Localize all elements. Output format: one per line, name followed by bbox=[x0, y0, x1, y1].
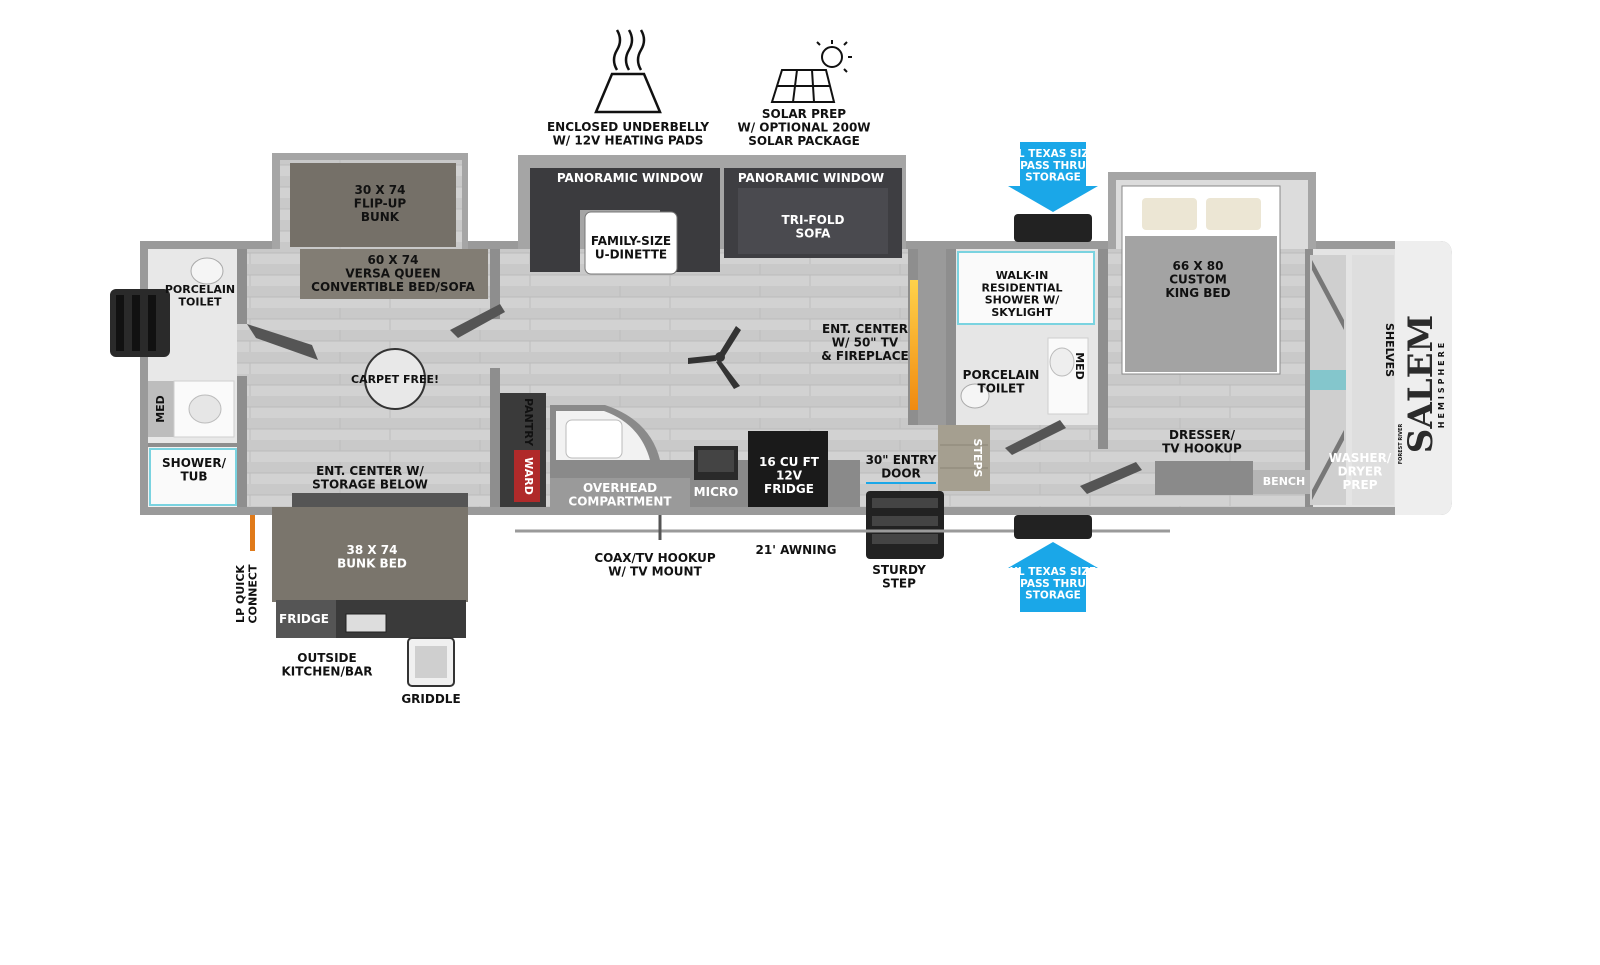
sink-rear-icon bbox=[1049, 347, 1075, 377]
lp-connect-label: LP QUICKCONNECT bbox=[234, 564, 259, 623]
bench-label: BENCH bbox=[1263, 475, 1305, 488]
dresser-label: DRESSER/TV HOOKUP bbox=[1162, 428, 1242, 455]
dresser bbox=[1155, 461, 1253, 495]
storage-arrow-down bbox=[1008, 142, 1098, 212]
toilet-front-icon bbox=[190, 257, 224, 285]
fridge-outside-label: FRIDGE bbox=[279, 612, 329, 626]
logo-small: FOREST RIVER bbox=[1398, 424, 1404, 465]
bunk-bed bbox=[272, 507, 468, 602]
kitchen-sink-icon bbox=[565, 419, 623, 459]
rear-wardrobe bbox=[1310, 255, 1394, 505]
med-front-label: MED bbox=[154, 395, 167, 423]
pass-thru-storage-top bbox=[1014, 214, 1092, 242]
pantry-label: PANTRY bbox=[522, 398, 535, 447]
bench bbox=[1253, 470, 1315, 494]
griddle-label: GRIDDLE bbox=[401, 692, 460, 706]
carpet-free-badge: CARPET FREE! bbox=[351, 348, 439, 410]
walk-in-shower bbox=[957, 251, 1095, 325]
ward-label: WARD bbox=[522, 457, 535, 495]
logo-sub: HEMISPHERE bbox=[1437, 340, 1446, 429]
shower-tub-label: SHOWER/TUB bbox=[162, 456, 227, 483]
toilet-rear-icon bbox=[960, 383, 990, 409]
interior-steps bbox=[938, 425, 990, 491]
shower-tub bbox=[149, 448, 237, 506]
versa-queen-sofa bbox=[300, 249, 488, 299]
shelves-label: SHELVES bbox=[1383, 323, 1396, 377]
lp-connect-icon bbox=[250, 515, 255, 551]
fridge-12v bbox=[748, 431, 828, 507]
king-bed bbox=[1121, 185, 1281, 375]
micro-label: MICRO bbox=[694, 485, 739, 499]
rear-cap bbox=[1395, 241, 1452, 515]
awning-label: 21' AWNING bbox=[756, 543, 837, 557]
flip-up-bunk bbox=[290, 163, 456, 247]
med-rear-label: MED bbox=[1073, 352, 1086, 380]
u-dinette bbox=[530, 168, 720, 275]
sink-front-icon bbox=[188, 394, 222, 424]
ent-center-storage-label: ENT. CENTER W/STORAGE BELOW bbox=[312, 464, 428, 491]
pass-thru-storage-bottom bbox=[1014, 515, 1092, 539]
sturdy-step bbox=[866, 491, 944, 559]
front-steps bbox=[110, 289, 170, 357]
salem-logo: SALEM HEMISPHERE FOREST RIVER bbox=[1398, 315, 1446, 464]
ceiling-fan-icon bbox=[688, 326, 741, 389]
solar-icon bbox=[770, 40, 852, 103]
carpet-free-label: CARPET FREE! bbox=[351, 373, 439, 386]
logo-brand: SALEM bbox=[1401, 315, 1441, 453]
steps-label: STEPS bbox=[971, 439, 984, 478]
panoramic-window-2-label: PANORAMIC WINDOW bbox=[738, 171, 884, 185]
storage-arrow-up bbox=[1008, 542, 1098, 612]
fireplace bbox=[910, 280, 918, 410]
panoramic-window-1-label: PANORAMIC WINDOW bbox=[557, 171, 703, 185]
underbelly-icon bbox=[594, 29, 662, 114]
